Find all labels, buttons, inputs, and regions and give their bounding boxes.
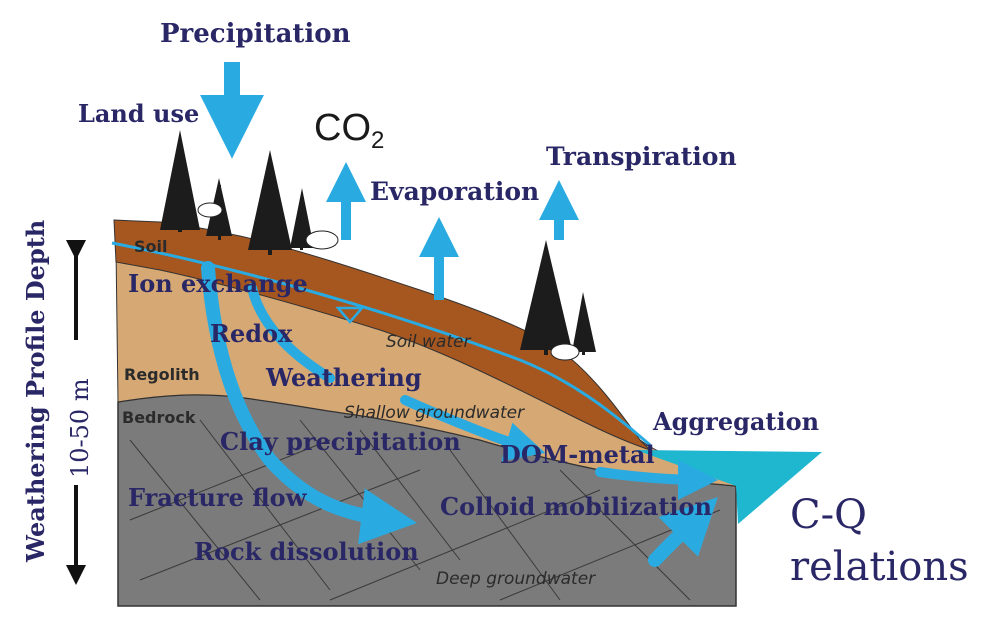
tree-5	[520, 240, 572, 355]
atmospheric-arrows	[200, 62, 579, 300]
bedrock-layer-label: Bedrock	[122, 408, 196, 427]
soil-layer-label: Soil	[134, 237, 167, 256]
tree-1	[160, 130, 200, 232]
rock-dissolution-label: Rock dissolution	[194, 537, 419, 566]
flow-arrow-aggregation	[595, 459, 718, 500]
ion-exchange-label: Ion exchange	[128, 269, 308, 298]
precipitation-label: Precipitation	[160, 19, 351, 49]
shallow-groundwater-label: Shallow groundwater	[344, 403, 525, 423]
water-table-line	[111, 241, 651, 447]
stream-channel	[636, 450, 822, 524]
subsurface-flow-arrows	[201, 261, 718, 567]
aggregation-label: Aggregation	[652, 407, 819, 436]
colloid-mobilization-label: Colloid mobilization	[440, 492, 712, 521]
flow-arrow-weathering	[247, 283, 335, 383]
bedrock-fractures	[129, 419, 721, 601]
co2-label: CO2	[314, 107, 384, 154]
flow-arrow-shallow	[400, 395, 546, 462]
cq-relations-line2: relations	[790, 544, 969, 590]
clay-precipitation-label: Clay precipitation	[220, 427, 461, 456]
tree-6	[572, 292, 596, 355]
dom-metal-label: DOM-metal	[500, 440, 655, 469]
soil-water-label: Soil water	[386, 332, 471, 352]
co2-subscript: 2	[371, 127, 384, 154]
redox-label: Redox	[210, 319, 293, 348]
evaporation-label: Evaporation	[370, 177, 539, 206]
flow-arrow-clay	[201, 261, 418, 545]
regolith-layer-label: Regolith	[124, 365, 200, 384]
depth-arrow	[56, 240, 96, 585]
cq-relations-line1: C-Q	[790, 492, 867, 538]
transpiration-label: Transpiration	[546, 142, 737, 171]
flow-arrow-colloid	[648, 497, 718, 567]
weathering-label: Weathering	[265, 363, 422, 392]
trees	[160, 130, 596, 355]
rocks	[197, 202, 580, 361]
deep-groundwater-label: Deep groundwater	[436, 569, 596, 589]
weathering-profile-depth-label: Weathering Profile Depth	[21, 220, 50, 563]
depth-range-label: 10-50 m	[66, 378, 94, 478]
tree-4	[290, 188, 314, 250]
land-use-label: Land use	[78, 99, 199, 128]
tree-3	[248, 150, 292, 255]
water-table-marker	[335, 306, 365, 324]
fracture-flow-label: Fracture flow	[128, 483, 308, 512]
